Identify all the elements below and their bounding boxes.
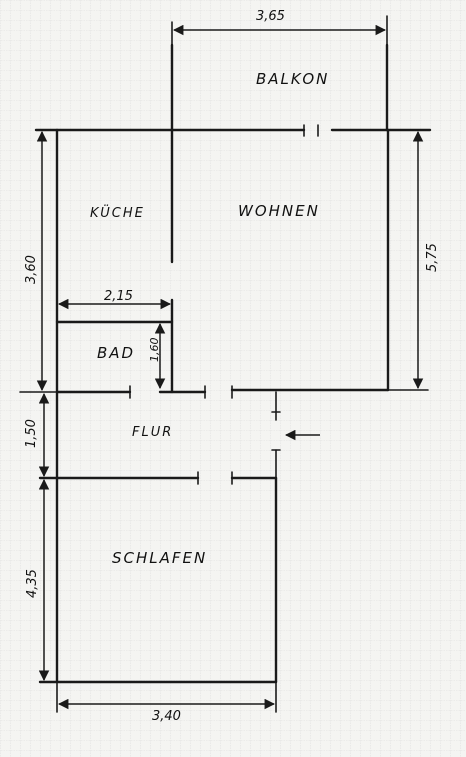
dim-label-bad-width: 2,15 [104, 289, 133, 304]
dim-label-flur-height: 1,50 [24, 419, 39, 448]
room-label-bad: BAD [97, 344, 135, 362]
room-label-kueche: KÜCHE [90, 204, 145, 221]
room-label-wohnen: WOHNEN [238, 202, 320, 220]
walls [34, 43, 432, 684]
dim-label-bad-height: 1,60 [148, 338, 161, 363]
room-label-schlafen: SCHLAFEN [112, 549, 207, 567]
room-label-balkon: BALKON [256, 70, 329, 88]
dim-label-kueche-height: 3,60 [24, 255, 39, 284]
dim-label-schlafen-height: 4,35 [25, 569, 40, 598]
dim-label-schlafen-width: 3,40 [152, 709, 181, 724]
dim-label-balkon-width: 3,65 [256, 9, 285, 24]
room-label-flur: FLUR [132, 425, 173, 440]
dim-label-wohnen-height: 5,75 [425, 243, 440, 272]
dimension-lines [19, 15, 429, 713]
